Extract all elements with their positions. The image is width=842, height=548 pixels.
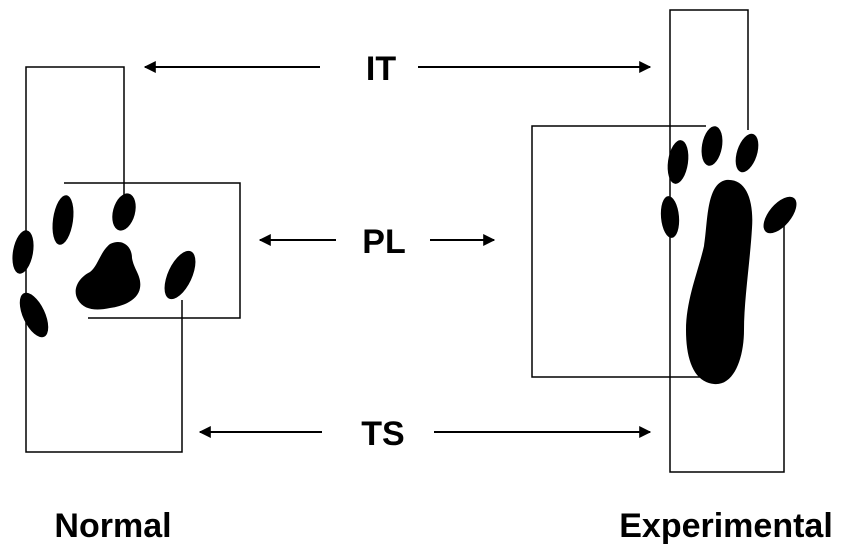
experimental-toe-pad-1 (667, 140, 689, 184)
experimental-it-bracket (669, 9, 785, 473)
normal-toe-pad-3 (112, 193, 136, 231)
experimental-toe-pad-3 (735, 133, 759, 173)
normal-footprint (12, 66, 241, 453)
normal-toe-pad-5 (19, 292, 49, 338)
pl-indicator: PL (258, 223, 496, 261)
experimental-footprint (531, 9, 797, 473)
normal-toe-pad-2 (52, 195, 74, 245)
experimental-toe-pad-2 (701, 126, 723, 166)
experimental-main-pad (686, 179, 753, 385)
pl-label: PL (362, 223, 405, 261)
experimental-caption: Experimental (619, 507, 833, 545)
experimental-pl-bracket (531, 125, 706, 378)
normal-main-pad (75, 241, 141, 310)
normal-caption: Normal (54, 507, 171, 545)
ts-label: TS (361, 415, 404, 453)
experimental-toe-pad-4 (660, 196, 680, 238)
experimental-toe-pad-5 (763, 196, 797, 234)
it-label: IT (366, 50, 396, 88)
ts-indicator: TS (198, 415, 652, 453)
normal-toe-pad-1 (12, 230, 34, 274)
normal-toe-pad-4 (164, 250, 196, 300)
normal-pl-bracket (64, 182, 241, 319)
it-indicator: IT (143, 50, 652, 88)
